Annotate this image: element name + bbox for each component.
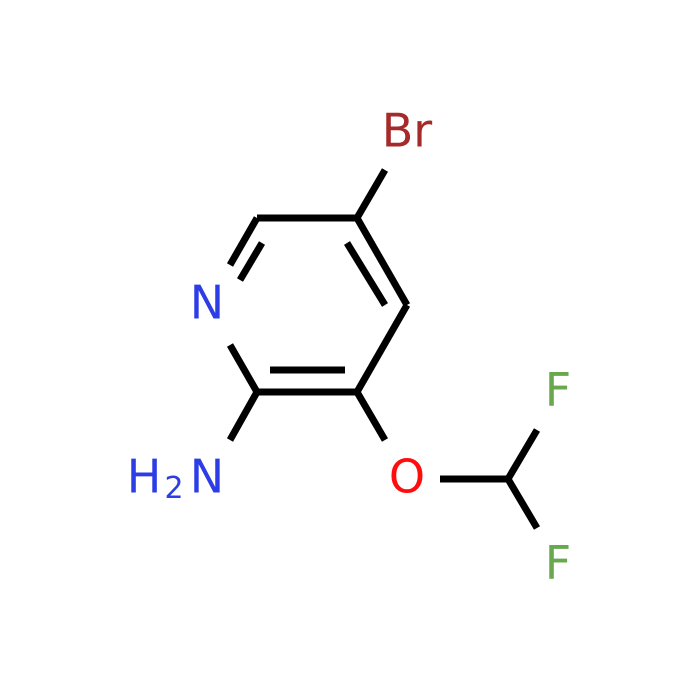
amine-nitrogen: N bbox=[190, 450, 224, 504]
amine-subscript: 2 bbox=[164, 471, 183, 506]
bond-cf-f-top bbox=[504, 428, 541, 481]
atom-label-bromine: Br bbox=[382, 104, 433, 158]
atom-label-amine: H 2 N bbox=[127, 450, 225, 507]
bond-ring-c2-n1 bbox=[226, 343, 261, 394]
bond-c2-nh2 bbox=[226, 390, 261, 442]
atom-label-ring-nitrogen: N bbox=[190, 276, 224, 330]
bond-ring-inner-c6-n1 bbox=[236, 241, 266, 282]
bond-ring-n1-c6 bbox=[226, 216, 261, 267]
bond-cf-f-bottom bbox=[504, 477, 541, 530]
atom-label-fluorine-bottom: F bbox=[545, 536, 571, 590]
atom-label-oxygen: O bbox=[389, 450, 425, 504]
bond-ring-c4-c3 bbox=[353, 303, 411, 394]
bond-c3-o bbox=[353, 390, 389, 442]
amine-hydrogen: H bbox=[127, 450, 162, 504]
atom-label-fluorine-top: F bbox=[545, 363, 571, 417]
bond-c5-br bbox=[353, 168, 389, 220]
bond-ring-c5-c4 bbox=[353, 216, 411, 307]
bond-ring-inner-c5-c4 bbox=[344, 241, 388, 307]
